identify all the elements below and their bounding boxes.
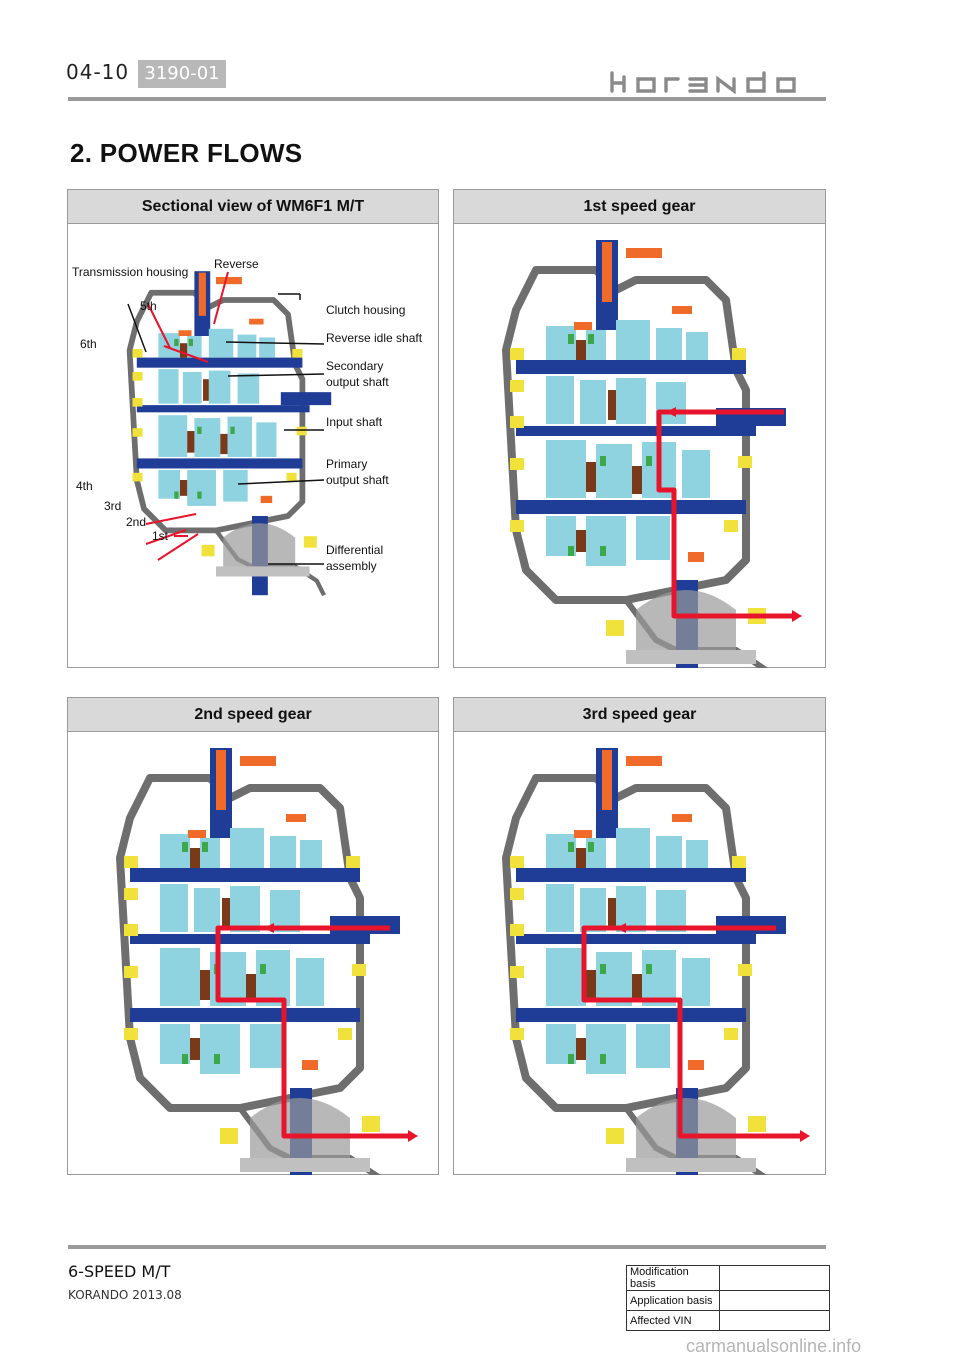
panel-title: 1st speed gear — [454, 190, 825, 224]
2nd-speed-figure — [68, 732, 418, 1175]
1st-speed-figure — [454, 224, 802, 668]
label-transmission-housing: Transmission housing — [72, 265, 188, 279]
section-title: 2. POWER FLOWS — [70, 138, 303, 168]
section-code-badge: 3190-01 — [138, 60, 226, 88]
panel-sectional-view: Sectional view of WM6F1 M/T Transmission… — [67, 189, 439, 668]
table-row: Application basis — [626, 1290, 830, 1311]
panel-title: Sectional view of WM6F1 M/T — [68, 190, 438, 224]
label-secondary-1: Secondary — [326, 359, 383, 373]
panel-title: 3rd speed gear — [454, 698, 825, 732]
basis-label: Modification basis — [626, 1265, 720, 1291]
page-number: 04-10 — [66, 60, 130, 84]
panel-1st-speed: 1st speed gear — [453, 189, 826, 668]
label-primary-1: Primary — [326, 457, 367, 471]
label-clutch-housing: Clutch housing — [326, 303, 405, 317]
power-flow-arrow — [656, 409, 792, 619]
basis-value — [719, 1310, 830, 1331]
table-row: Affected VIN — [626, 1310, 830, 1331]
korando-logo-icon — [610, 71, 796, 94]
basis-value — [719, 1290, 830, 1311]
label-1st: 1st — [152, 529, 169, 543]
panel-title: 2nd speed gear — [68, 698, 438, 732]
sectional-view-figure: Transmission housing Reverse 5th 6th Clu… — [72, 257, 423, 668]
footer-divider — [68, 1245, 826, 1249]
label-4th: 4th — [76, 479, 93, 493]
label-primary-2: output shaft — [326, 473, 389, 487]
table-row: Modification basis — [626, 1265, 830, 1291]
header-divider — [68, 97, 826, 101]
label-differential-1: Differential — [326, 543, 383, 557]
label-input-shaft: Input shaft — [326, 415, 383, 429]
label-differential-2: assembly — [326, 559, 377, 573]
footer-edition: KORANDO 2013.08 — [68, 1288, 182, 1302]
basis-label: Application basis — [626, 1290, 720, 1311]
label-2nd: 2nd — [126, 515, 146, 529]
watermark[interactable]: carmanualsonline.info — [686, 1336, 862, 1356]
basis-label: Affected VIN — [626, 1310, 720, 1331]
basis-table: Modification basis Application basis Aff… — [626, 1265, 830, 1331]
3rd-speed-figure — [454, 732, 810, 1175]
label-5th: 5th — [140, 299, 157, 313]
label-3rd: 3rd — [104, 499, 121, 513]
power-flow-arrow — [215, 925, 408, 1139]
basis-value — [719, 1265, 830, 1291]
label-secondary-2: output shaft — [326, 375, 389, 389]
panel-3rd-speed: 3rd speed gear — [453, 697, 826, 1175]
label-reverse-idle-shaft: Reverse idle shaft — [326, 331, 423, 345]
label-6th: 6th — [80, 337, 97, 351]
footer-model: 6-SPEED M/T — [68, 1262, 171, 1281]
panel-2nd-speed: 2nd speed gear — [67, 697, 439, 1175]
label-reverse: Reverse — [214, 257, 259, 271]
